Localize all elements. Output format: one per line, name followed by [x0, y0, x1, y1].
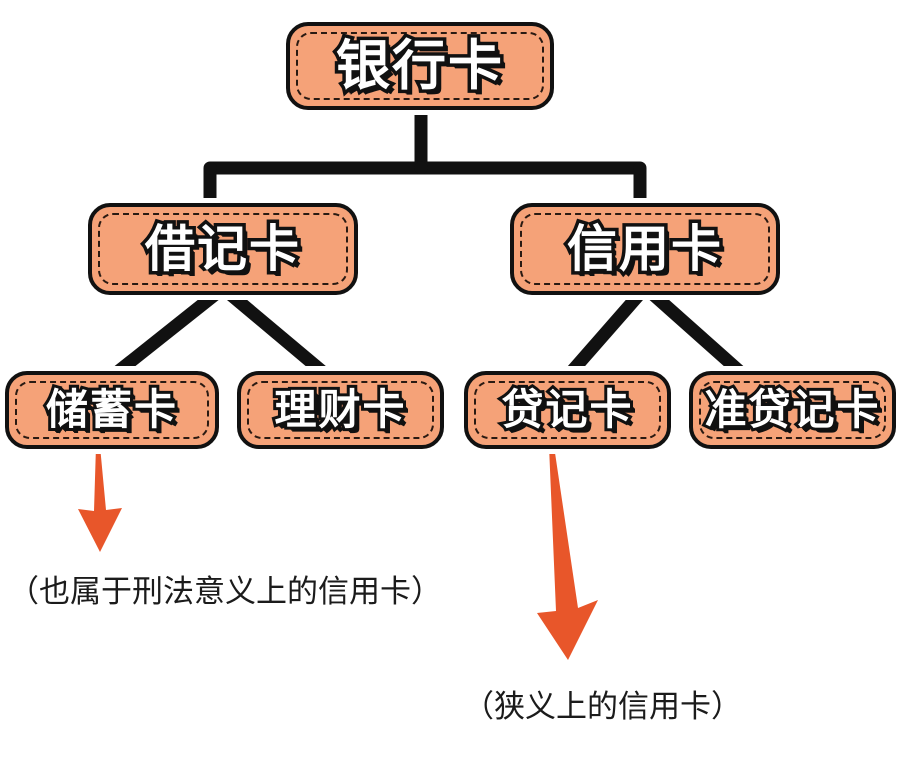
- node-debit-card-label: 借记卡: [142, 221, 303, 278]
- corner-center-joint: [414, 161, 428, 175]
- edge-credit-to-creditrecord: [561, 284, 649, 383]
- node-quasi-credit-card[interactable]: 准贷记卡: [689, 371, 896, 449]
- node-bank-card-label: 银行卡: [333, 36, 506, 97]
- node-wealth-management-card-label: 理财卡: [271, 386, 407, 434]
- node-credit-card[interactable]: 信用卡: [510, 203, 780, 295]
- corner-left-joint: [203, 161, 217, 175]
- edge-corner-joints: [203, 161, 647, 175]
- arrow-savings-to-annotation: [78, 446, 122, 552]
- node-credit-card-label: 信用卡: [564, 221, 725, 278]
- annotation-credit-record-card: （狭义上的信用卡）: [463, 689, 742, 725]
- corner-right-joint: [633, 161, 647, 175]
- arrow-savings-shape: [78, 446, 122, 552]
- arrow-creditrecord-shape: [537, 446, 598, 660]
- node-bank-card[interactable]: 银行卡: [286, 22, 554, 110]
- edge-debit-to-children: [105, 283, 335, 384]
- node-wealth-management-card[interactable]: 理财卡: [237, 371, 444, 449]
- node-savings-card-label: 储蓄卡: [43, 386, 179, 434]
- node-quasi-credit-card-label: 准贷记卡: [701, 386, 881, 434]
- node-credit-record-card[interactable]: 贷记卡: [464, 371, 671, 449]
- arrow-creditrecord-to-annotation: [537, 446, 598, 660]
- edge-credit-to-quasicredit: [642, 284, 752, 383]
- annotation-savings-card: （也属于刑法意义上的信用卡）: [8, 574, 442, 610]
- node-savings-card[interactable]: 储蓄卡: [5, 371, 219, 449]
- edge-debit-to-wealth: [219, 284, 335, 383]
- edge-credit-to-children: [561, 284, 752, 383]
- node-credit-record-card-label: 贷记卡: [498, 386, 634, 434]
- edge-debit-to-savings: [105, 283, 227, 384]
- node-debit-card[interactable]: 借记卡: [88, 203, 358, 295]
